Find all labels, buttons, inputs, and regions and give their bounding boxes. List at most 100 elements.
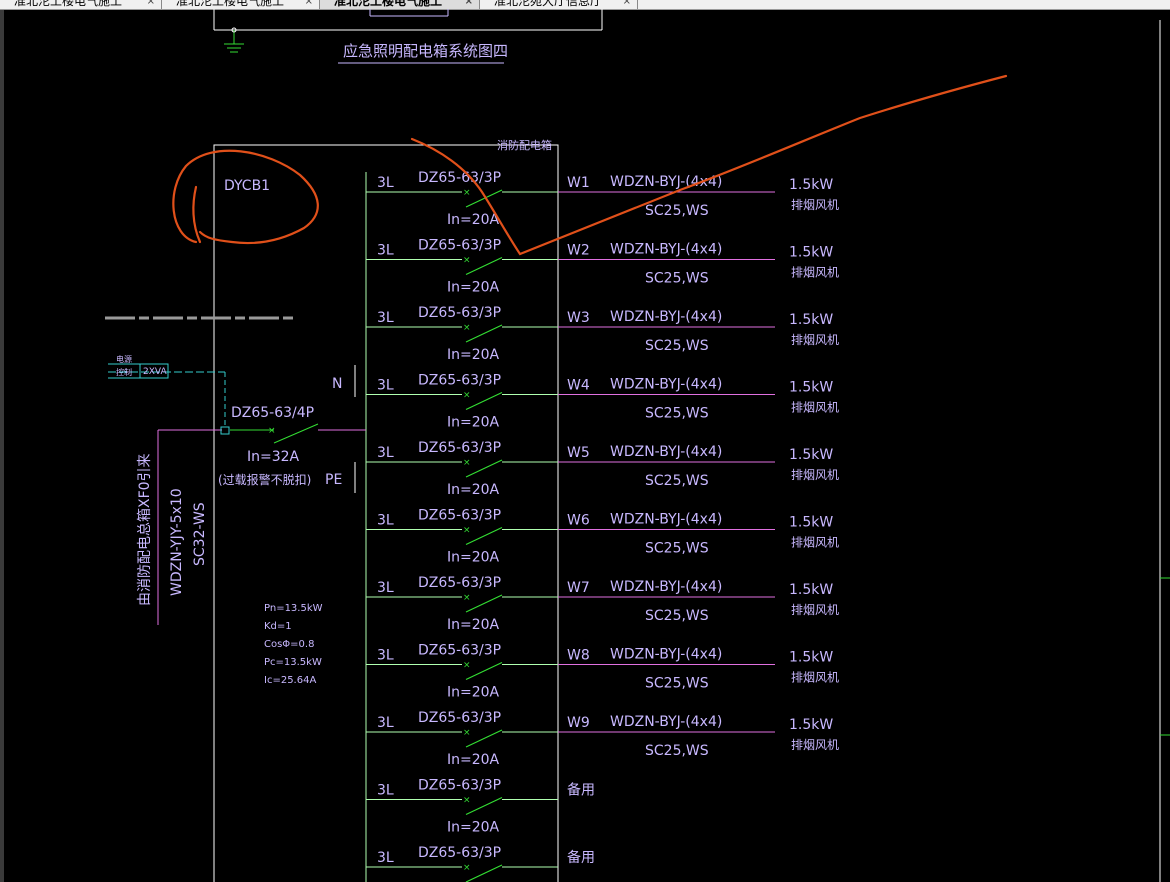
document-tab-3[interactable]: 准北沱工楼电气施工×	[320, 0, 480, 9]
branch-circuit-id: W5	[567, 445, 590, 461]
annotation-circle	[172, 149, 319, 245]
breaker-contact-icon	[465, 526, 503, 546]
incoming-feeder: × 电源 控制 2XVA DZ65-63/4P In=32A (过载报警不脱扣)…	[105, 316, 366, 625]
branch-phase: 3L	[377, 648, 394, 664]
branch-power: 1.5kW	[789, 447, 833, 463]
branch-cable-spec: WDZN-BYJ-(4x4)	[610, 377, 722, 393]
branch-cable-spec: WDZN-BYJ-(4x4)	[610, 512, 722, 528]
incoming-breaker-rating: In=32A	[247, 449, 300, 465]
branch-circuit-id: W1	[567, 175, 590, 191]
breaker-cross-icon: ×	[463, 458, 471, 468]
branch-circuit-id: W3	[567, 310, 590, 326]
document-tab-2[interactable]: 准北沱工楼电气施工 ×	[162, 0, 320, 9]
breaker-contact-icon	[465, 864, 503, 882]
branch-cable-spec: WDZN-BYJ-(4x4)	[610, 309, 722, 325]
branch-breaker-rating: In=20A	[447, 212, 500, 228]
breaker-cross-icon: ×	[463, 391, 471, 401]
calc-ic: Ic=25.64A	[264, 675, 316, 686]
branch-breaker-model: DZ65-63/3P	[418, 238, 501, 254]
branch-breaker-rating: In=20A	[447, 280, 500, 296]
branch-breaker-model: DZ65-63/3P	[418, 710, 501, 726]
branch-breaker-rating: In=20A	[447, 752, 500, 768]
branch-breaker-rating: In=20A	[447, 550, 500, 566]
earth-label: PE	[325, 472, 342, 488]
branch-phase: 3L	[377, 378, 394, 394]
calc-pn: Pn=13.5kW	[264, 603, 323, 614]
branch-conduit-spec: SC25,WS	[645, 473, 709, 489]
tab-label: 准北沱工楼电气施工	[14, 0, 123, 8]
branch-load-name: 排烟风机	[791, 266, 839, 280]
panel-title: 消防配电箱	[497, 138, 552, 152]
branch-breaker-model: DZ65-63/3P	[418, 170, 501, 186]
breaker-contact-icon	[465, 796, 503, 816]
branch-breaker-rating: In=20A	[447, 617, 500, 633]
branch-power: 1.5kW	[789, 312, 833, 328]
breaker-contact-icon	[465, 324, 503, 343]
branch-breaker-rating: In=20A	[447, 820, 500, 836]
document-tab-4[interactable]: 准北沱苑大厅信息厅×	[480, 0, 638, 9]
branch-phase: 3L	[377, 783, 394, 799]
annotation-tick	[192, 185, 202, 244]
branch-phase: 3L	[377, 310, 394, 326]
breaker-contact-icon	[465, 729, 503, 748]
branch-cable-spec: WDZN-BYJ-(4x4)	[610, 714, 722, 730]
ground-icon	[224, 27, 244, 53]
breaker-cross-icon: ×	[463, 593, 471, 603]
incoming-breaker-note: (过载报警不脱扣)	[218, 472, 311, 487]
branch-cable-spec: WDZN-BYJ-(4x4)	[610, 242, 722, 258]
branch-load-name: 排烟风机	[791, 401, 839, 415]
breaker-contact-icon	[465, 459, 503, 478]
branch-breaker-model: DZ65-63/3P	[418, 845, 501, 861]
svg-text:×: ×	[268, 426, 276, 436]
branch-power: 1.5kW	[789, 717, 833, 733]
breaker-contact-icon	[465, 189, 503, 208]
branch-conduit-spec: SC25,WS	[645, 676, 709, 692]
branch-load-name: 排烟风机	[791, 536, 839, 550]
control-label-b: 控制	[116, 367, 132, 377]
branch-phase: 3L	[377, 715, 394, 731]
previous-drawing-fragment: 应急照明配电箱系统图四	[213, 9, 603, 64]
panel-id: DYCB1	[224, 178, 270, 194]
branch-breaker-model: DZ65-63/3P	[418, 778, 501, 794]
branch-breaker-rating: In=20A	[447, 482, 500, 498]
branch-cable-spec: WDZN-BYJ-(4x4)	[610, 579, 722, 595]
breaker-cross-icon: ×	[463, 526, 471, 536]
document-tab-bar: 准北沱工楼电气施工× 准北沱工楼电气施工× 准北沱工楼电气施工× 准北沱苑大厅信…	[0, 0, 1170, 10]
branch-conduit-spec: SC25,WS	[645, 203, 709, 219]
neutral-and-earth: N PE	[325, 365, 356, 493]
branch-circuit-id: W8	[567, 648, 590, 664]
branch-power: 1.5kW	[789, 650, 833, 666]
branch-phase: 3L	[377, 243, 394, 259]
branch-phase: 3L	[377, 580, 394, 596]
branch-conduit-spec: SC25,WS	[645, 271, 709, 287]
branch-load-name: 排烟风机	[791, 468, 839, 482]
close-icon[interactable]: ×	[464, 0, 473, 7]
annotation-stroke	[410, 74, 1008, 256]
branch-conduit-spec: SC25,WS	[645, 541, 709, 557]
breaker-cross-icon: ×	[463, 323, 471, 333]
branch-power: 1.5kW	[789, 380, 833, 396]
branch-breaker-model: DZ65-63/3P	[418, 508, 501, 524]
branch-load-name: 排烟风机	[791, 198, 839, 212]
close-icon[interactable]: ×	[622, 0, 631, 7]
viewport-left-edge	[0, 10, 4, 882]
branch-circuit-id: W4	[567, 378, 590, 394]
branch-cable-spec: WDZN-BYJ-(4x4)	[610, 444, 722, 460]
branch-breaker-model: DZ65-63/3P	[418, 643, 501, 659]
tab-label: 准北沱工楼电气施工	[176, 0, 285, 8]
incoming-breaker-model: DZ65-63/4P	[231, 405, 314, 421]
incoming-conduit-spec: SC32-WS	[192, 502, 208, 566]
branch-phase: 3L	[377, 445, 394, 461]
breaker-cross-icon: ×	[463, 661, 471, 671]
close-icon[interactable]: ×	[146, 0, 155, 7]
branch-breaker-model: DZ65-63/3P	[418, 305, 501, 321]
breaker-cross-icon: ×	[463, 188, 471, 198]
branch-conduit-spec: SC25,WS	[645, 608, 709, 624]
breaker-cross-icon: ×	[463, 796, 471, 806]
close-icon[interactable]: ×	[304, 0, 313, 7]
document-tab-1[interactable]: 准北沱工楼电气施工 ×	[0, 0, 162, 9]
junction-box-icon	[220, 426, 230, 435]
calc-pc: Pc=13.5kW	[264, 657, 322, 668]
